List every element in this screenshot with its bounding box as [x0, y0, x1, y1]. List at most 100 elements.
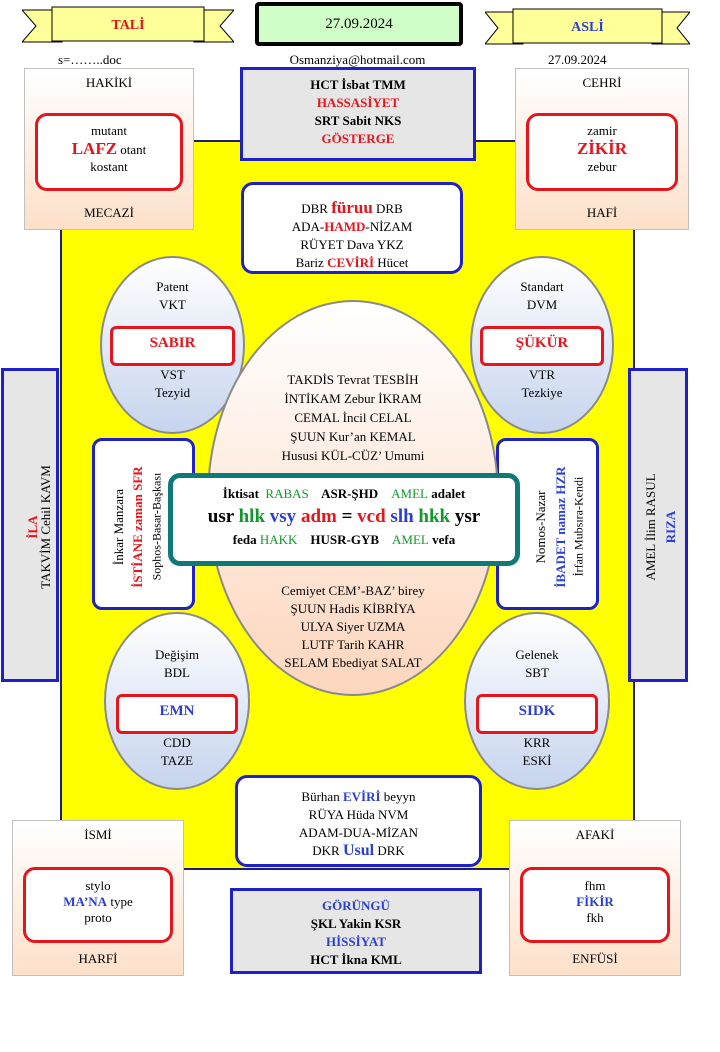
inner-line: mutant	[90, 123, 128, 138]
text: ysr	[454, 506, 481, 527]
left-side-panel: İLA TAKVİM Cehil KAVM	[1, 368, 59, 682]
ellipse-pill: ŞÜKÜR	[480, 326, 604, 366]
box-line: GÖSTERGE	[321, 131, 395, 146]
ellipse-text: Tezyid	[154, 385, 191, 400]
text: DKR	[312, 843, 340, 858]
inner-line: otant	[120, 142, 147, 157]
text: adm	[300, 506, 337, 527]
center-line: ŞUUN Kur’an KEMAL	[290, 429, 416, 444]
corner-bottom-label: HAFİ	[586, 205, 618, 220]
center-lower-text: Cemiyet CEM’-BAZ’ birey ŞUUN Hadis KİBRİ…	[209, 582, 497, 672]
box-line: HCT İkna KML	[310, 952, 402, 967]
ellipse-text: VTR	[529, 367, 555, 382]
inner-keyword: MA’NA	[63, 894, 108, 909]
inner-line: kostant	[90, 159, 128, 174]
inner-line: stylo	[85, 878, 111, 893]
ellipse-text: TAZE	[160, 753, 194, 768]
text: adalet	[431, 486, 466, 501]
center-line: TAKDİS Tevrat TESBİH	[287, 372, 419, 387]
ellipse-text: Değişim	[154, 647, 200, 662]
text: DBR	[301, 201, 328, 216]
keyword: CEVİRİ	[327, 255, 375, 270]
inner-line: zamir	[587, 123, 617, 138]
center-line: Cemiyet CEM’-BAZ’ birey	[281, 583, 425, 598]
date-text: 27.09.2024	[548, 52, 607, 67]
keyword: EVİRİ	[342, 789, 381, 804]
text: HAKK	[259, 532, 298, 547]
text: AMEL	[392, 532, 429, 547]
file-name: s=……..doc	[58, 52, 122, 67]
box-line: GÖRÜNGÜ	[322, 898, 390, 913]
keyword: füruu	[331, 198, 373, 217]
text: Bürhan	[301, 789, 340, 804]
mid-row-1: İktisat RABAS ASR-ŞHD AMEL adalet	[173, 486, 515, 502]
box-line: HCT İsbat TMM	[310, 77, 406, 92]
text: =	[341, 506, 353, 527]
corner-box-hakiki: HAKİKİ mutant LAFZ otant kostant MECAZİ	[24, 68, 194, 230]
vertical-text: İrfan Mubsıra-Kendi	[571, 476, 586, 577]
inner-line: type	[110, 894, 133, 909]
ellipse-sukur: Standart DVM ŞÜKÜR VTR Tezkiye	[470, 256, 614, 434]
corner-top-label: HAKİKİ	[85, 75, 133, 90]
corner-inner-zikir: zamir ZİKİR zebur	[526, 113, 678, 191]
ellipse-text: Patent	[156, 279, 189, 294]
center-line: SELAM Ebediyat SALAT	[284, 655, 422, 670]
text: DRK	[377, 843, 405, 858]
bottom-gray-box: GÖRÜNGÜ ŞKL Yakin KSR HİSSİYAT HCT İkna …	[230, 888, 482, 974]
text: RABAS	[265, 486, 309, 501]
text: Hücet	[377, 255, 409, 270]
text: ADA-	[291, 219, 325, 234]
corner-box-ismi: İSMİ stylo MA’NA type proto HARFİ	[12, 820, 184, 976]
corner-bottom-label: MECAZİ	[84, 205, 134, 220]
text: usr	[207, 506, 234, 527]
inner-line: fkh	[586, 910, 604, 925]
corner-top-label: İSMİ	[84, 827, 112, 842]
inner-keyword: FİKİR	[576, 894, 614, 909]
vertical-text: Sophos-Basar-Başkası	[149, 472, 164, 581]
text: vsy	[269, 506, 297, 527]
center-line: CEMAL İncil CELAL	[294, 410, 412, 425]
corner-box-afaki: AFAKİ fhm FİKİR fkh ENFÜSİ	[509, 820, 681, 976]
ellipse-pill: SABIR	[110, 326, 235, 366]
text: hkk	[418, 506, 451, 527]
corner-inner-lafz: mutant LAFZ otant kostant	[35, 113, 183, 191]
box-line: HİSSİYAT	[326, 934, 386, 949]
text: İktisat	[222, 486, 259, 501]
text: ADAM-DUA-MİZAN	[298, 825, 419, 840]
tali-banner: TALİ	[22, 6, 234, 46]
text: DRB	[376, 201, 403, 216]
ellipse-text: CDD	[163, 735, 191, 750]
ellipse-text: DVM	[526, 297, 558, 312]
ellipse-text: SBT	[525, 665, 549, 680]
upper-white-box: DBR füruu DRB ADA-HAMD-NİZAM RÜYET Dava …	[241, 182, 463, 274]
vertical-text: İnkar Manzara	[111, 488, 126, 566]
inner-line: fhm	[584, 878, 606, 893]
ellipse-emn: Değişim BDL EMN CDD TAZE	[104, 612, 250, 790]
asli-banner: ASLİ	[485, 8, 690, 48]
top-gray-box: HCT İsbat TMM HASSASİYET SRT Sabit NKS G…	[240, 67, 476, 161]
ellipse-sabir: Patent VKT SABIR VST Tezyid	[100, 256, 245, 434]
center-upper-text: TAKDİS Tevrat TESBİH İNTİKAM Zebur İKRAM…	[209, 370, 497, 465]
keyword: HAMD	[324, 219, 366, 234]
inner-keyword: LAFZ	[71, 139, 118, 158]
vertical-text: Nomos-Nazar	[533, 490, 548, 564]
ellipse-sidk: Gelenek SBT SIDK KRR ESKİ	[464, 612, 610, 790]
vertical-keyword: İSTİANE zaman SFR	[130, 466, 145, 588]
keyword: Usul	[342, 842, 375, 859]
side-text: AMEL İlim RASUL	[643, 473, 658, 581]
text: -NİZAM	[365, 219, 413, 234]
box-line: HASSASİYET	[316, 95, 400, 110]
text: hlk	[238, 506, 266, 527]
center-line: LUTF Tarih KAHR	[301, 637, 405, 652]
tali-label: TALİ	[111, 18, 145, 33]
text: HUSR-GYB	[310, 532, 380, 547]
inner-line: zebur	[587, 159, 617, 174]
inner-keyword: ZİKİR	[576, 139, 628, 158]
text: Bariz	[295, 255, 324, 270]
text: feda	[232, 532, 257, 547]
text: slh	[390, 506, 414, 527]
ellipse-pill: EMN	[116, 694, 238, 734]
side-text: TAKVİM Cehil KAVM	[38, 465, 53, 589]
asli-label: ASLİ	[571, 20, 604, 35]
corner-bottom-label: ENFÜSİ	[572, 951, 618, 966]
